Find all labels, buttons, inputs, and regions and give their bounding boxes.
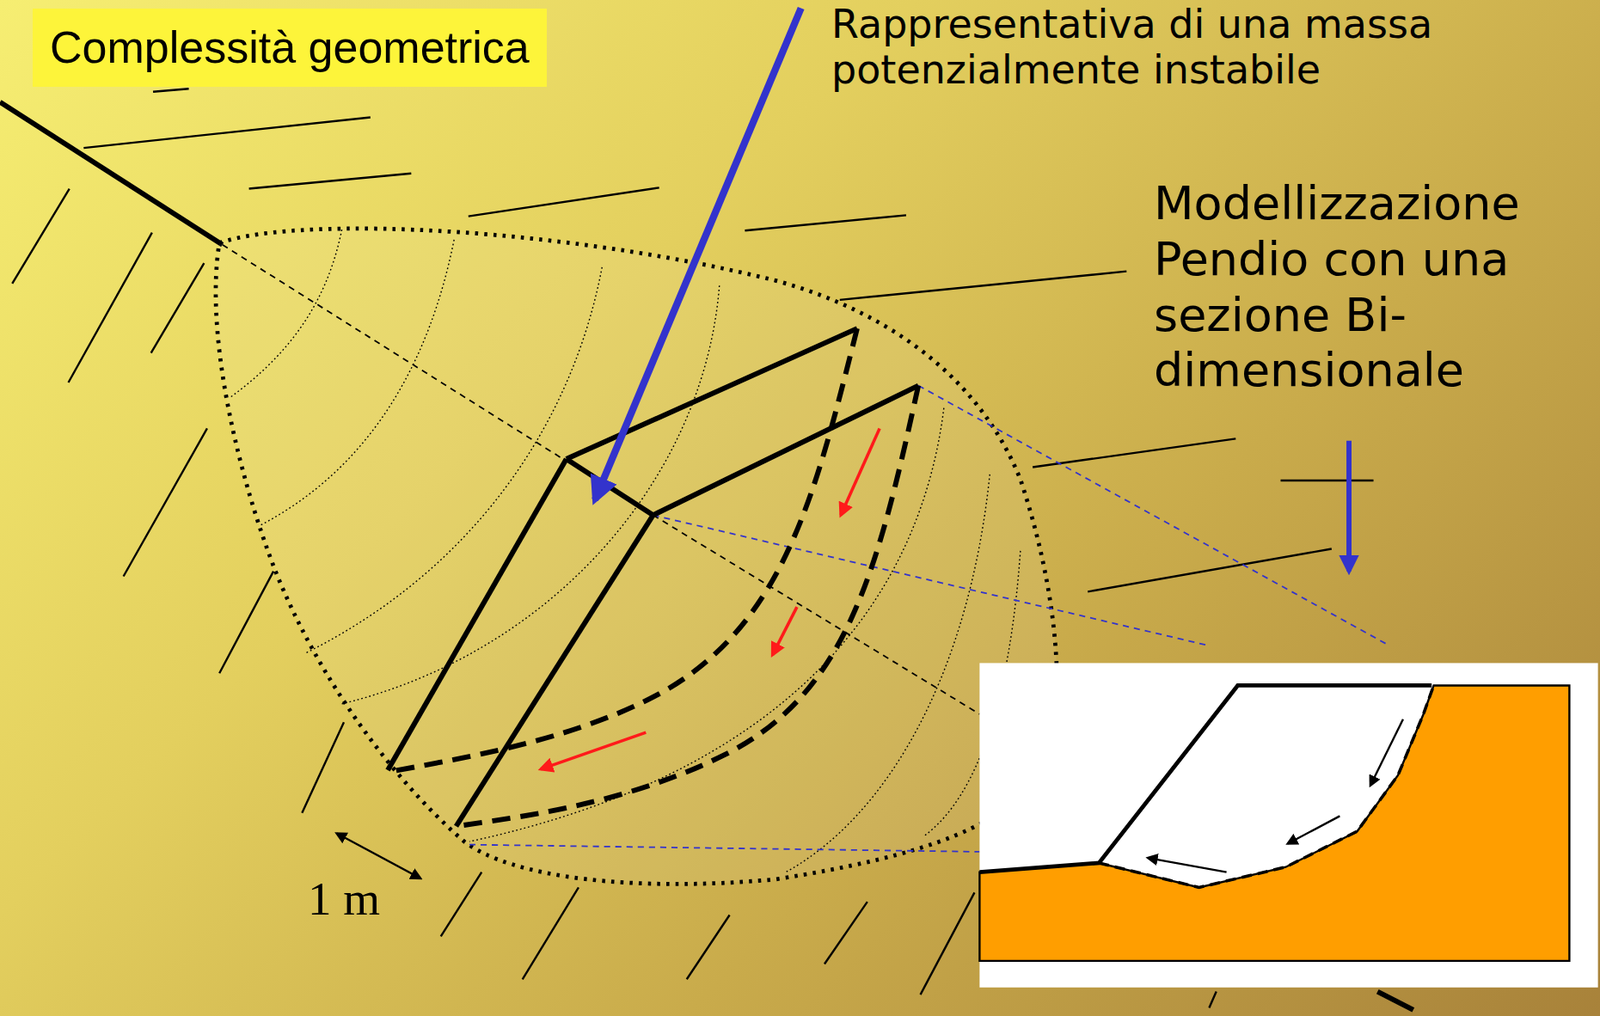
mass-contours [229, 229, 1021, 873]
modelling-note: Modellizzazione Pendio con una sezione B… [1153, 176, 1588, 399]
pointer-arrow [1346, 441, 1352, 572]
title-box: Complessità geometrica [32, 8, 547, 87]
slip-surface [387, 328, 919, 827]
dimension-arrow [337, 833, 421, 879]
callout-text: Rappresentativa di una massa potenzialme… [831, 1, 1588, 93]
slope-line [0, 102, 223, 246]
slope-line [1377, 992, 1414, 1011]
section-inset [979, 662, 1598, 987]
dimension-label: 1 m [307, 873, 381, 926]
movement-arrows [540, 428, 880, 769]
unstable-mass-outline [215, 228, 1058, 885]
slice-block [387, 328, 919, 827]
pointer-arrow [594, 7, 802, 500]
title-text: Complessità geometrica [49, 20, 530, 74]
